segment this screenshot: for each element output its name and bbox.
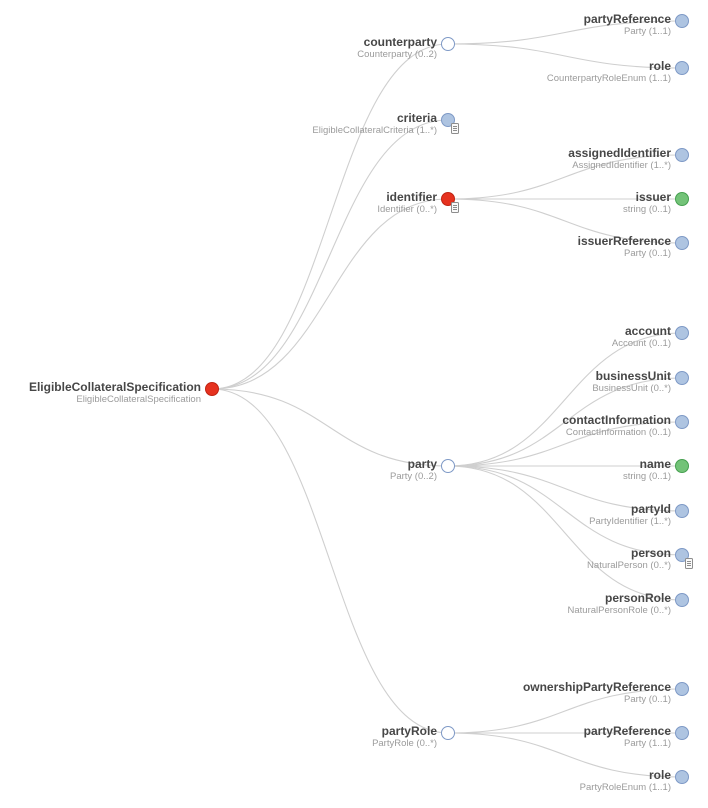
node-circle-contactInformation[interactable] [675, 415, 689, 429]
node-circle-role-counterparty[interactable] [675, 61, 689, 75]
expand-badge-person[interactable] [685, 558, 693, 569]
expand-badge-identifier[interactable] [451, 202, 459, 213]
node-circle-role-partyRole[interactable] [675, 770, 689, 784]
node-circle-counterparty[interactable] [441, 37, 455, 51]
node-circle-personRole[interactable] [675, 593, 689, 607]
edge-party-to-personRole [447, 465, 683, 601]
edge-eligibleCollateralSpecification-to-counterparty [211, 43, 449, 390]
edge-party-to-account [447, 332, 683, 467]
node-circle-partyReference-partyRole[interactable] [675, 726, 689, 740]
edge-party-to-person [447, 465, 683, 556]
node-circle-partyId[interactable] [675, 504, 689, 518]
node-circle-name[interactable] [675, 459, 689, 473]
edge-eligibleCollateralSpecification-to-party [211, 388, 449, 467]
edge-eligibleCollateralSpecification-to-identifier [211, 198, 449, 390]
edge-party-to-contactInformation [447, 421, 683, 467]
node-circle-issuerReference[interactable] [675, 236, 689, 250]
edge-party-to-businessUnit [447, 377, 683, 467]
expand-badge-criteria[interactable] [451, 123, 459, 134]
node-circle-ownershipPartyReference[interactable] [675, 682, 689, 696]
edge-identifier-to-assignedIdentifier [447, 154, 683, 200]
edge-partyRole-to-ownershipPartyReference [447, 688, 683, 734]
node-circle-businessUnit[interactable] [675, 371, 689, 385]
node-circle-partyRole[interactable] [441, 726, 455, 740]
node-circle-issuer[interactable] [675, 192, 689, 206]
edge-party-to-partyId [447, 465, 683, 512]
edge-counterparty-to-role-counterparty [447, 43, 683, 69]
node-circle-party[interactable] [441, 459, 455, 473]
node-circle-account[interactable] [675, 326, 689, 340]
edge-partyRole-to-role-partyRole [447, 732, 683, 778]
edge-counterparty-to-partyReference-counterparty [447, 20, 683, 45]
node-circle-partyReference-counterparty[interactable] [675, 14, 689, 28]
node-circle-assignedIdentifier[interactable] [675, 148, 689, 162]
node-circle-eligibleCollateralSpecification[interactable] [205, 382, 219, 396]
edge-eligibleCollateralSpecification-to-criteria [211, 119, 449, 390]
edge-eligibleCollateralSpecification-to-partyRole [211, 388, 449, 734]
edge-identifier-to-issuerReference [447, 198, 683, 244]
